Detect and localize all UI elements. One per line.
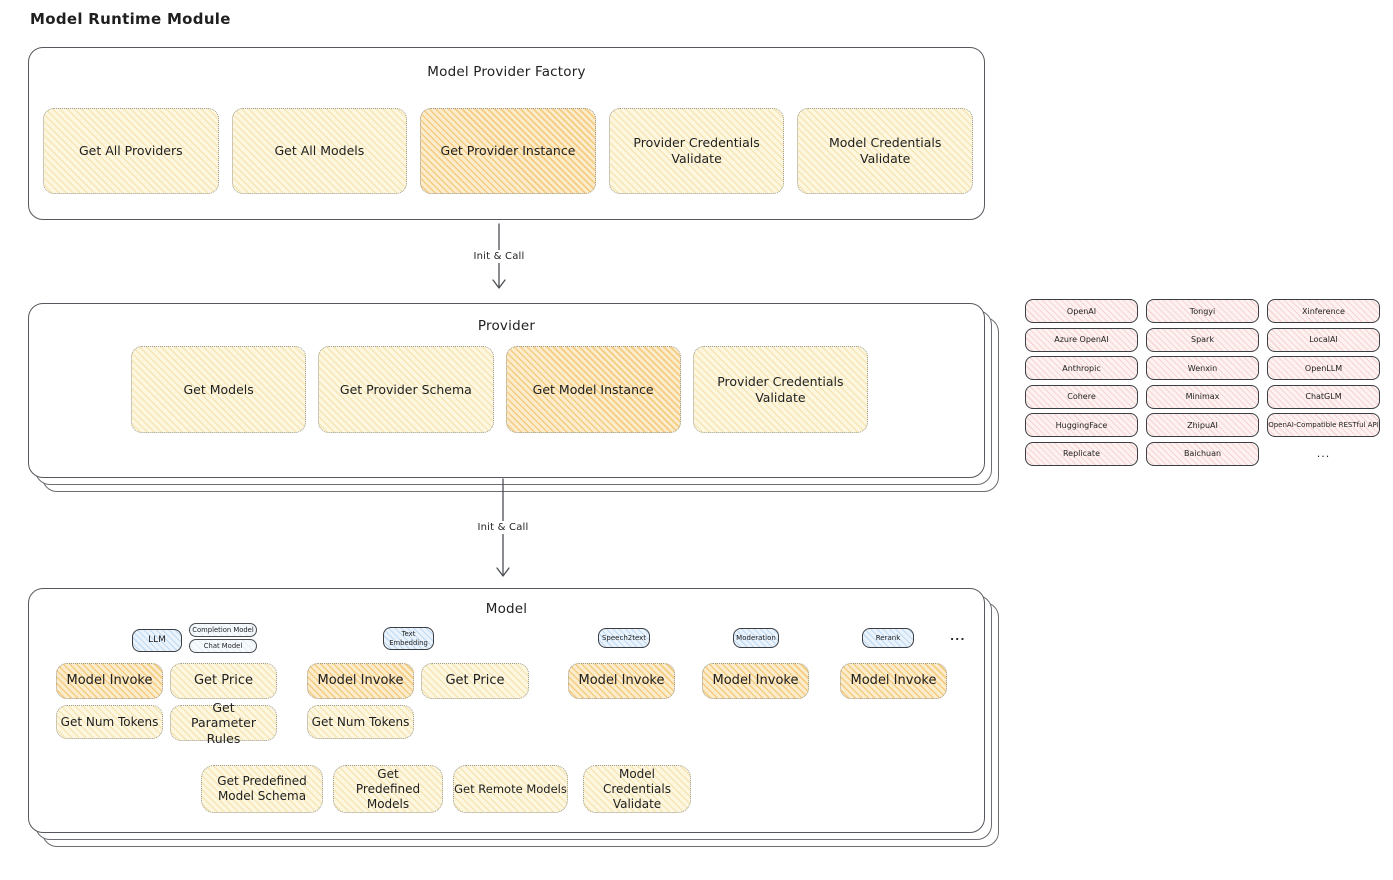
provider-button-row: Get Models Get Provider Schema Get Model… [131,346,868,433]
provider-chip: OpenAI [1025,299,1138,323]
node-llm-model-invoke: Model Invoke [56,663,163,699]
provider-chip: HuggingFace [1025,413,1138,437]
provider-chip: Azure OpenAI [1025,327,1138,352]
node-model-credentials-validate: Model Credentials Validate [797,108,973,194]
node-get-remote-models: Get Remote Models [453,765,568,813]
provider-list: OpenAI Tongyi Xinference Azure OpenAI Sp… [1025,299,1380,466]
node-get-provider-schema: Get Provider Schema [318,346,494,433]
tabs-ellipsis: ... [950,630,966,643]
provider-chip: OpenLLM [1267,356,1380,380]
provider-box-title: Provider [477,318,536,334]
node-get-predefined-models: Get Predefined Models [333,765,443,813]
node-get-provider-instance: Get Provider Instance [420,108,596,194]
tab-speech2text: Speech2text [598,628,650,648]
node-get-all-providers: Get All Providers [43,108,219,194]
tab-rerank: Rerank [862,628,914,648]
provider-chip: OpenAI-Compatible RESTful API [1267,413,1380,437]
provider-box: Provider Get Models Get Provider Schema … [28,303,985,478]
node-provider-credentials-validate-2: Provider Credentials Validate [692,346,868,433]
provider-chip: Cohere [1025,384,1138,409]
provider-chip: LocalAI [1267,327,1380,352]
factory-box-title: Model Provider Factory [427,64,586,80]
provider-chip: Minimax [1146,384,1259,409]
provider-chip: Anthropic [1025,356,1138,380]
provider-chip: ChatGLM [1267,384,1380,409]
node-model-credentials-validate-2: Model Credentials Validate [583,765,691,813]
node-provider-credentials-validate: Provider Credentials Validate [608,108,785,194]
provider-chip: Tongyi [1146,299,1259,323]
node-embedding-get-num-tokens: Get Num Tokens [307,705,414,739]
arrow-label-init-call-top: Init & Call [454,250,544,263]
diagram-title: Model Runtime Module [30,10,231,28]
provider-chip: Baichuan [1146,441,1259,466]
tab-chat-model: Chat Model [189,639,257,653]
factory-button-row: Get All Providers Get All Models Get Pro… [43,108,973,194]
model-box-title: Model [485,601,528,617]
arrow-label-init-call-bottom: Init & Call [458,521,548,534]
node-llm-get-num-tokens: Get Num Tokens [56,705,163,739]
tab-completion-model: Completion Model [189,623,257,637]
tab-llm: LLM [132,629,182,652]
node-get-models: Get Models [131,346,307,433]
node-get-model-instance: Get Model Instance [505,346,681,433]
node-embedding-get-price: Get Price [421,663,529,699]
tab-text-embedding: Text Embedding [383,627,434,650]
provider-chip: Replicate [1025,441,1138,466]
node-llm-get-parameter-rules: Get Parameter Rules [170,700,277,746]
provider-list-ellipsis: ... [1316,447,1331,460]
node-llm-get-price: Get Price [170,663,277,699]
node-rerank-model-invoke: Model Invoke [840,663,947,699]
provider-chip: Xinference [1267,299,1380,323]
model-box: Model LLM Completion Model Chat Model Te… [28,588,985,833]
provider-chip: Wenxin [1146,356,1259,380]
node-embedding-model-invoke: Model Invoke [307,663,414,699]
provider-chip: Spark [1146,327,1259,352]
tab-moderation: Moderation [733,628,779,648]
node-speech2text-model-invoke: Model Invoke [568,663,675,699]
factory-box: Model Provider Factory Get All Providers… [28,47,985,220]
provider-chip: ZhipuAI [1146,413,1259,437]
node-get-predefined-model-schema: Get Predefined Model Schema [201,765,323,813]
node-moderation-model-invoke: Model Invoke [702,663,809,699]
node-get-all-models: Get All Models [231,108,408,194]
